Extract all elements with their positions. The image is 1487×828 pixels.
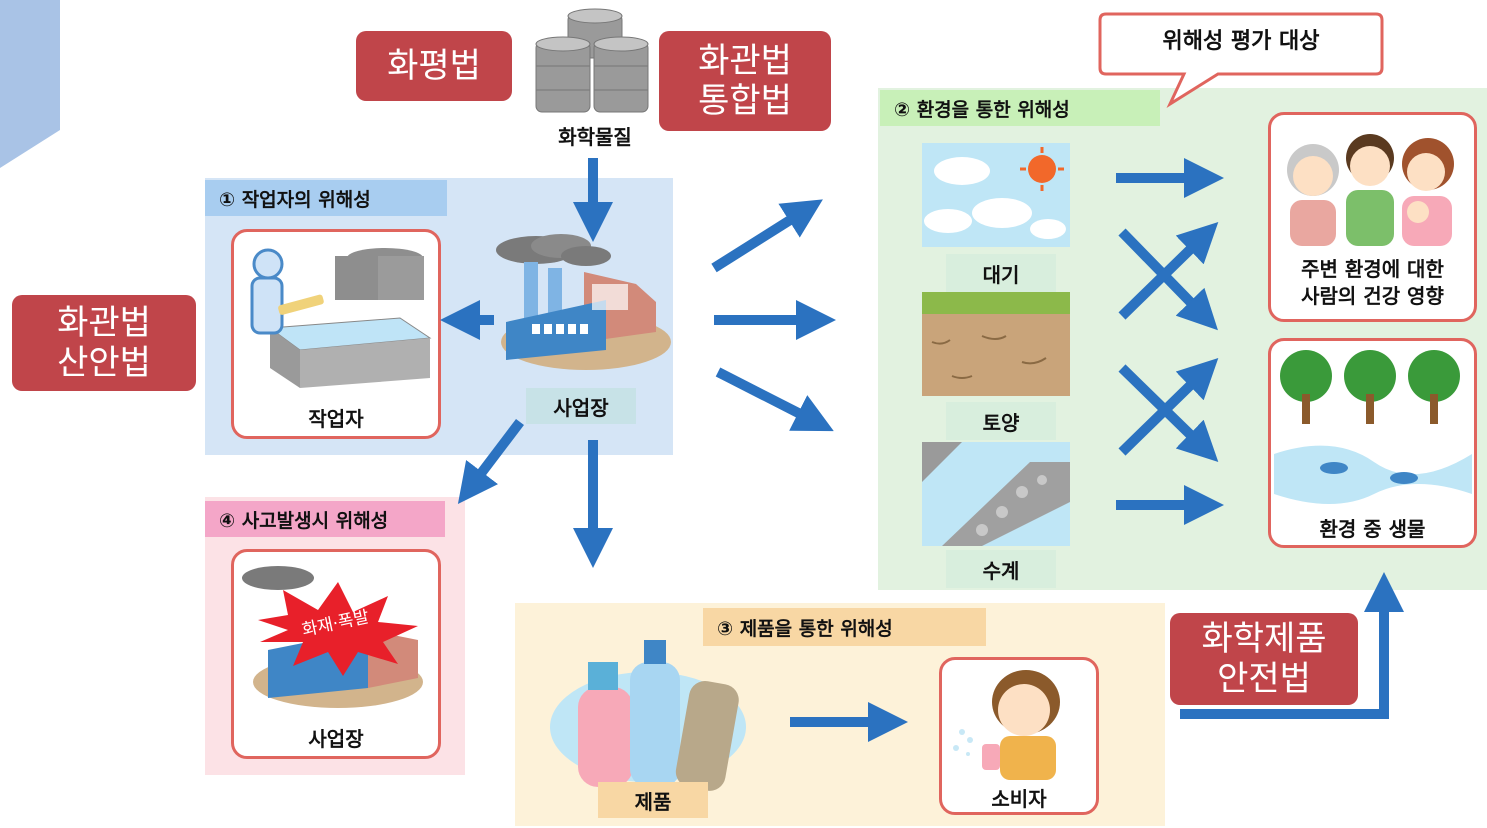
- arrow-cross-4: [1118, 358, 1219, 456]
- worker-illustration: [250, 248, 432, 388]
- ecology-effect-label: 환경 중 생물: [1319, 516, 1426, 541]
- air-image: [922, 143, 1070, 247]
- env-panel-title: ② 환경을 통한 위해성: [880, 90, 1160, 126]
- chemical-drums-icon: [535, 8, 649, 113]
- arrow-workplace-to-accident: [457, 418, 524, 504]
- air-label: 대기: [946, 254, 1056, 292]
- target-callout-text: 위해성 평가 대상: [1162, 29, 1320, 54]
- soil-image: [922, 292, 1070, 396]
- law-chemical-product-safety: 화학제품 안전법: [1170, 613, 1358, 705]
- chemical-label: 화학물질: [558, 124, 632, 149]
- arrow-cross-2: [1118, 222, 1219, 320]
- factory-icon: [496, 234, 671, 370]
- consumer-label: 소비자: [991, 786, 1047, 811]
- family-illustration: [1287, 134, 1454, 246]
- accident-panel-title: ④ 사고발생시 위해성: [205, 501, 445, 537]
- accident-card-label: 사업장: [308, 726, 364, 751]
- consumer-illustration: [953, 670, 1060, 780]
- arrow-workplace-to-air: [711, 199, 823, 273]
- arrow-workplace-to-water: [715, 367, 834, 432]
- product-bottles-illustration: [550, 640, 746, 791]
- human-effect-label: 주변 환경에 대한 사람의 건강 영향: [1301, 257, 1444, 308]
- corner-decoration: [0, 0, 60, 168]
- water-label: 수계: [946, 550, 1056, 588]
- water-image: [922, 442, 1070, 546]
- workplace-label: 사업장: [526, 388, 636, 424]
- explosion-illustration: [242, 566, 423, 708]
- law-hwagwan-tonghap: 화관법 통합법: [659, 31, 831, 131]
- target-callout-bubble: [1098, 12, 1384, 108]
- arrow-product-law-to-env: [1180, 572, 1404, 719]
- trees-river-illustration: [1274, 350, 1472, 504]
- worker-card-label: 작업자: [308, 406, 364, 431]
- law-hwapyeong: 화평법: [356, 31, 512, 101]
- soil-label: 토양: [946, 402, 1056, 440]
- product-label: 제품: [598, 782, 708, 818]
- product-panel-title: ③ 제품을 통한 위해성: [703, 608, 986, 646]
- worker-panel-title: ① 작업자의 위해성: [205, 180, 447, 216]
- law-hwagwan-sanan: 화관법 산안법: [12, 295, 196, 391]
